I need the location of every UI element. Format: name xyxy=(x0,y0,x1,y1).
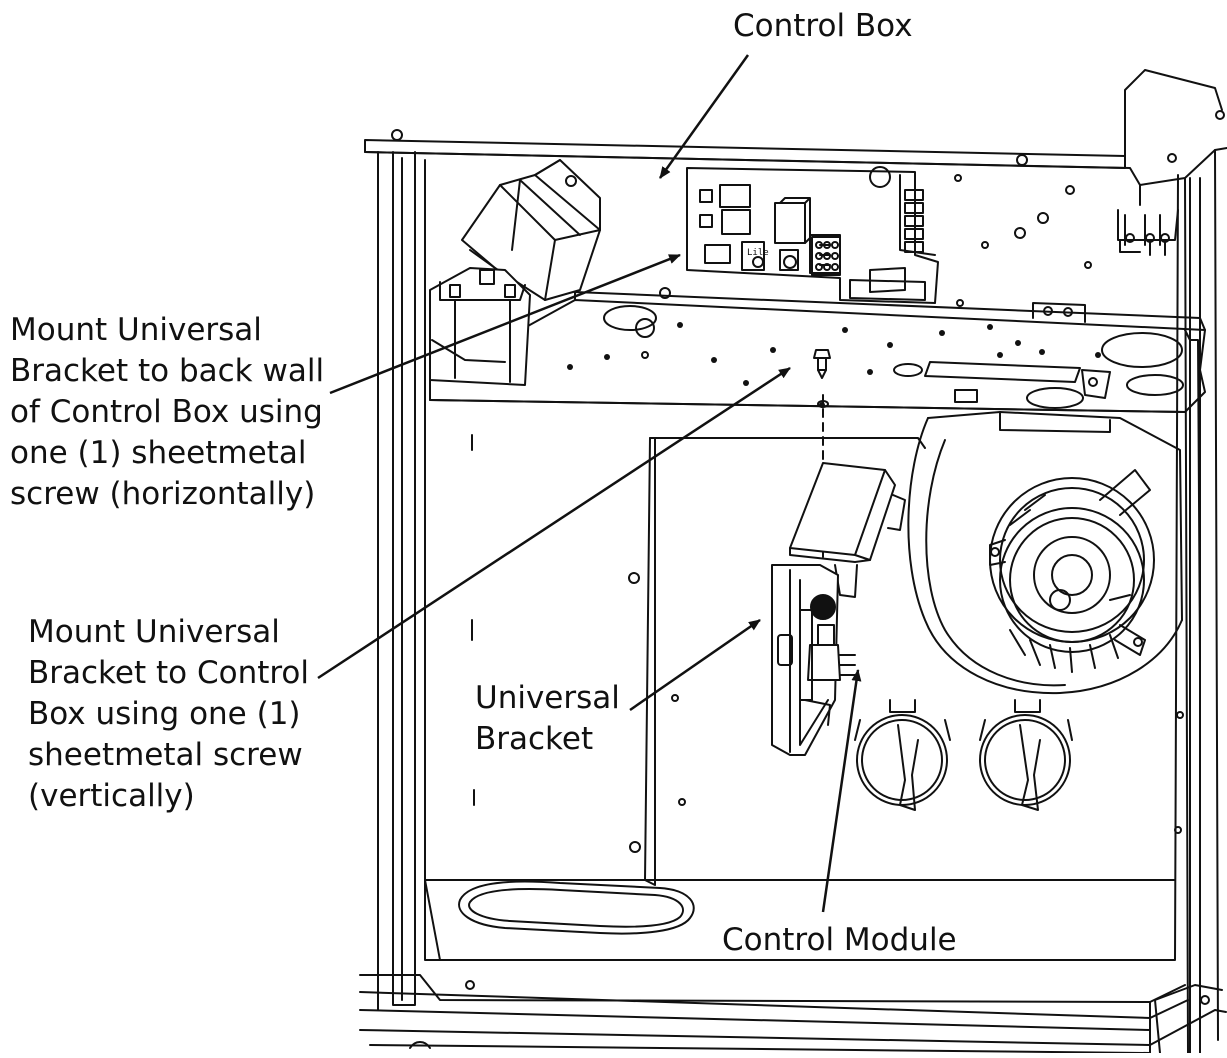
callout-control-module: Control Module xyxy=(722,920,957,961)
leader-mount-vertical xyxy=(317,366,791,680)
callout-line: of Control Box using xyxy=(10,394,323,430)
callout-line: Bracket to back wall xyxy=(10,353,325,389)
cabinet-frame xyxy=(359,69,1227,1054)
control-board xyxy=(686,167,939,304)
callout-line: Mount Universal xyxy=(28,614,280,650)
callout-line: Control Box xyxy=(733,8,913,44)
shelf-holes xyxy=(520,322,1101,408)
callout-line: Bracket to Control xyxy=(28,655,310,691)
callout-line: screw (horizontally) xyxy=(10,476,316,512)
back-wall-screws xyxy=(391,110,1225,338)
callout-universal-bracket: Universal Bracket xyxy=(475,678,620,760)
callout-line: Bracket xyxy=(475,721,594,757)
callout-mount-vertical: Mount Universal Bracket to Control Box u… xyxy=(28,612,309,817)
callout-control-box: Control Box xyxy=(733,6,913,47)
terminal-block xyxy=(1117,209,1179,256)
blower-housing xyxy=(907,329,1201,695)
callout-line: Universal xyxy=(475,680,620,716)
relay xyxy=(429,267,531,386)
bottom-pan xyxy=(409,880,1210,1049)
callout-line: Box using one (1) xyxy=(28,696,301,732)
universal-bracket xyxy=(771,462,906,756)
inner-panel xyxy=(471,351,1184,886)
callout-line: (vertically) xyxy=(28,778,195,814)
callout-mount-horizontal: Mount Universal Bracket to back wall of … xyxy=(10,310,324,515)
sheetmetal-screw xyxy=(813,349,831,379)
callout-line: one (1) sheetmetal xyxy=(10,435,307,471)
leader-universal-bracket xyxy=(629,618,761,712)
shelf-bracket xyxy=(1032,302,1111,399)
burner-tubes xyxy=(854,699,1073,811)
board-terminal-label: Lile xyxy=(747,248,769,258)
callout-line: Control Module xyxy=(722,922,957,958)
callout-line: sheetmetal screw xyxy=(28,737,303,773)
leader-mount-horizontal xyxy=(329,253,681,395)
leader-control-box xyxy=(658,54,750,179)
callout-line: Mount Universal xyxy=(10,312,262,348)
leader-control-module xyxy=(821,669,862,913)
